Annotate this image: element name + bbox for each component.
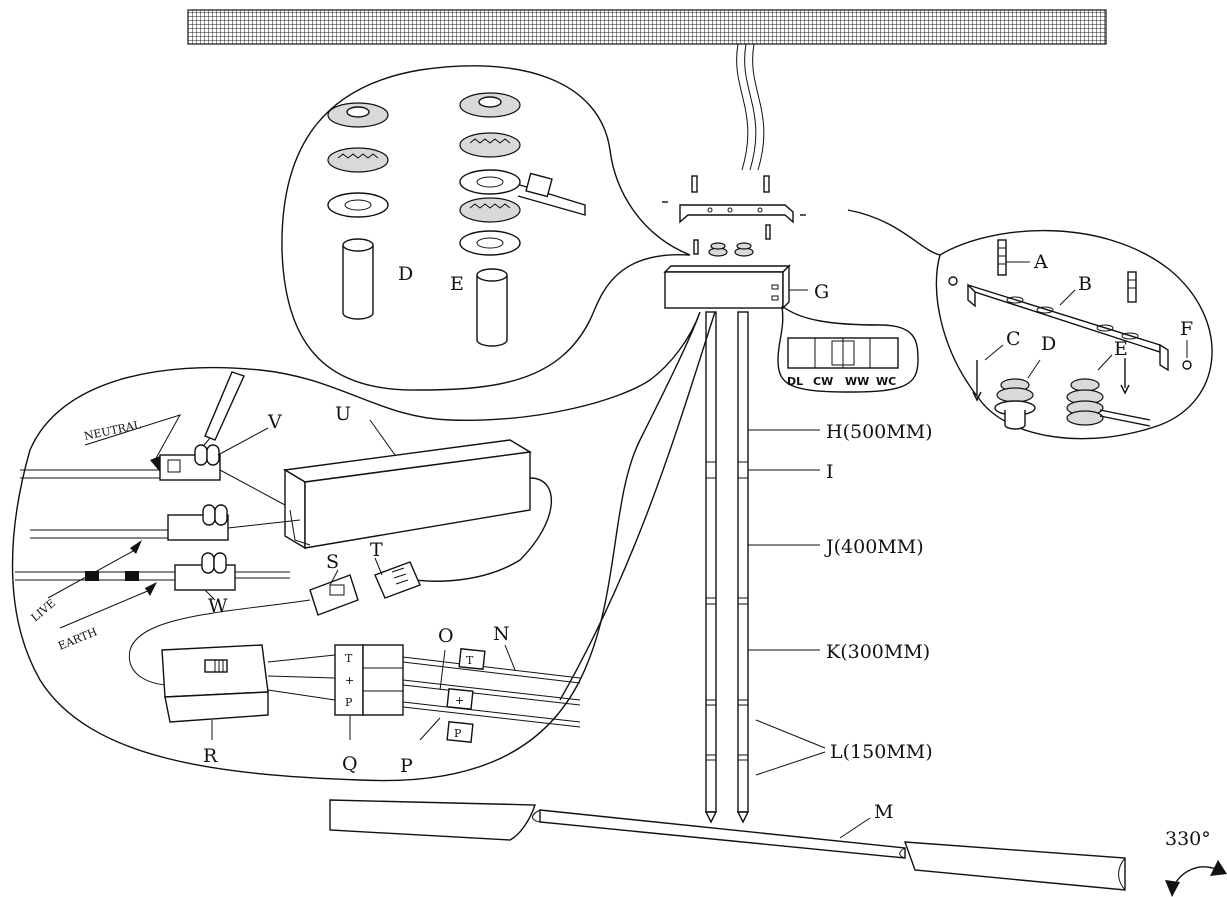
svg-text:T: T [466,654,474,667]
label-s: S [326,551,339,573]
screwdriver [194,371,245,457]
rotate-arrow-icon [1165,860,1227,897]
wire-label-live: LIVE [29,597,59,625]
label-d: D [1041,333,1056,355]
svg-text:P: P [454,727,462,740]
led-driver [282,439,552,582]
svg-text:P: P [345,696,353,709]
label-o: O [438,625,454,647]
hardware-stack-d [327,102,389,320]
light-fixture [329,799,1126,891]
label-g: G [814,281,829,303]
label-r: R [203,745,218,767]
switch-box-r [161,644,269,723]
canopy-hardware [662,175,806,257]
rotation-value: 330° [1165,828,1211,850]
label-h: H(500MM) [826,421,933,443]
label-e: E [1114,338,1128,360]
label-d-left: D [398,263,413,285]
magnifier-bubble-right [847,209,1213,440]
switch-labels: DL CW WW WC [787,375,896,388]
magnifier-bubble-top-left [281,65,691,391]
mains-wires [15,469,301,581]
switch-label-ww: WW [845,375,869,388]
connector-s [309,574,359,616]
control-wires: T + P [267,648,581,743]
hardware-stack-e [459,92,586,347]
switch-label-wc: WC [876,375,896,388]
rod-leaders [748,429,826,776]
label-c: C [1006,328,1021,350]
label-v: V [267,411,282,433]
label-n: N [493,623,510,645]
label-q: Q [342,753,358,775]
label-k: K(300MM) [826,641,930,663]
label-m: M [874,801,893,823]
bracket-kit [948,239,1192,430]
ceiling-cables [736,43,765,171]
terminal-block-w [174,552,236,591]
label-a: A [1033,251,1048,273]
wire-label-earth: EARTH [56,625,99,652]
ceiling [187,9,1107,45]
switch-label-dl: DL [787,375,803,388]
bracket-leaders [984,261,1188,379]
canopy-box [663,264,791,310]
magnifier-bubble-wiring [11,311,701,782]
svg-text:+: + [345,674,354,687]
suspension-rods [704,311,750,824]
terminal-block-mid [167,504,229,541]
terminal-block-v [159,444,221,481]
label-l: L(150MM) [830,741,933,763]
label-b: B [1078,273,1092,295]
terminal-block-q: T + P [334,644,404,716]
svg-text:+: + [455,694,464,707]
wire-callouts [47,414,182,629]
svg-text:T: T [345,652,353,665]
label-p: P [400,755,413,777]
label-t: T [370,539,383,561]
switch-label-cw: CW [813,375,833,388]
label-u: U [335,403,351,425]
wire-label-neutral: NEUTRAL [83,418,143,443]
connector-t [374,561,421,599]
switch-callout [777,305,919,393]
label-j: J(400MM) [824,536,924,558]
label-e-left: E [450,273,464,295]
label-f: F [1180,318,1193,340]
label-i: I [826,461,834,483]
